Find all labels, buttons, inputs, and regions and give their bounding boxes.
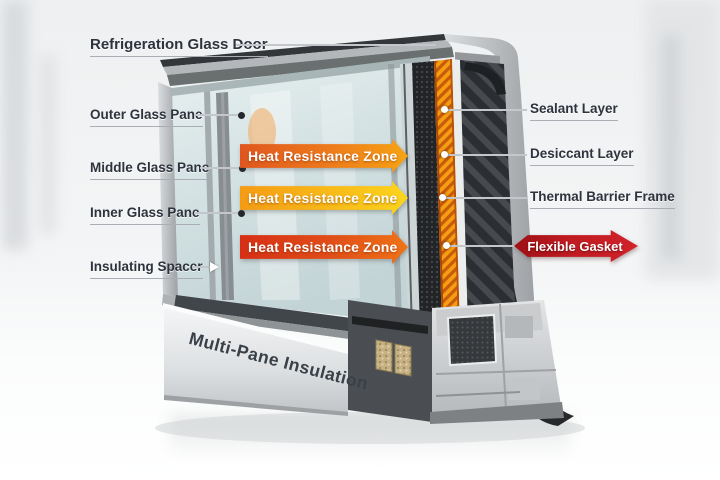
label-inner-glass-pane: Inner Glass Pane — [90, 205, 200, 225]
label-insulating-spacer: Insulating Spacer — [90, 259, 203, 279]
thermal-barrier-strip — [452, 59, 468, 328]
connector-dot-icon — [239, 165, 246, 172]
label-desiccant-layer: Desiccant Layer — [530, 146, 634, 166]
connector-line-outer-pane — [194, 114, 241, 116]
cutaway-section — [400, 59, 516, 330]
connector-dot-icon — [238, 112, 245, 119]
connector-line-desiccant — [447, 154, 527, 156]
connector-line-sealant — [447, 109, 527, 111]
heat-resistance-arrow: Heat Resistance Zone — [240, 139, 408, 173]
connector-line-middle-pane — [200, 167, 242, 169]
bottom-rail — [163, 303, 349, 416]
gasket-frame-strip — [460, 60, 516, 330]
connector-line-thermal-barrier — [445, 197, 527, 199]
connector-dot-icon — [441, 106, 448, 113]
heat-resistance-arrow: Heat Resistance Zone — [240, 181, 408, 215]
connector-dot-icon — [441, 151, 448, 158]
desiccant-granule-block2 — [394, 343, 412, 377]
desiccant-granule-block — [375, 339, 393, 373]
connector-line-spacer — [192, 266, 210, 268]
label-sealant-layer: Sealant Layer — [530, 101, 618, 121]
label-refrigeration-glass-door: Refrigeration Glass Door — [90, 36, 268, 58]
sealant-strip — [412, 61, 442, 330]
label-middle-glass-pane: Middle Glass Pane — [90, 160, 210, 180]
connector-dot-icon — [439, 194, 446, 201]
background-window-blur-right2 — [662, 35, 680, 260]
connector-dot-icon — [443, 242, 450, 249]
connector-line-inner-pane — [194, 212, 241, 214]
connector-dot-icon — [238, 210, 245, 217]
insulating-spacer-strip — [204, 91, 234, 300]
background-window-blur-left2 — [40, 55, 56, 235]
connector-line-flexible-gasket — [449, 245, 517, 247]
connector-line-title — [236, 44, 436, 46]
label-outer-glass-pane: Outer Glass Pane — [90, 107, 203, 127]
heat-resistance-arrow: Heat Resistance Zone — [240, 230, 408, 264]
background-window-blur-left — [2, 0, 28, 250]
flexible-gasket-badge: Flexible Gasket — [514, 230, 638, 262]
label-thermal-barrier-frame: Thermal Barrier Frame — [530, 189, 675, 209]
top-frame — [160, 34, 454, 86]
arrow-right-icon — [210, 262, 219, 272]
aluminum-profile — [348, 300, 564, 424]
background-window-blur-right — [645, 0, 720, 280]
foam-insert — [446, 313, 498, 367]
